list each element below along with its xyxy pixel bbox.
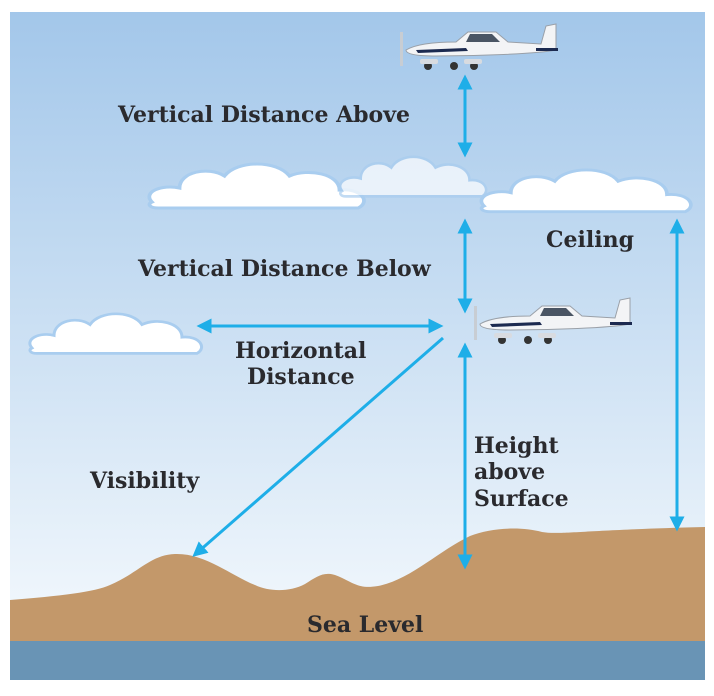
- ground-terrain: [10, 527, 705, 642]
- label-height: Height: [474, 433, 560, 459]
- label-above: above: [474, 459, 545, 485]
- label-ceiling: Ceiling: [546, 227, 634, 253]
- label-vertical-distance-below: Vertical Distance Below: [137, 256, 432, 282]
- label-vertical-distance-above: Vertical Distance Above: [117, 102, 410, 128]
- label-surface: Surface: [474, 486, 569, 512]
- visibility-arrow: [192, 336, 444, 557]
- label-horizontal: Horizontal: [235, 338, 366, 364]
- sea-water: [10, 641, 705, 680]
- label-distance: Distance: [247, 364, 355, 390]
- label-sea-level: Sea Level: [307, 612, 423, 638]
- label-visibility: Visibility: [89, 468, 200, 494]
